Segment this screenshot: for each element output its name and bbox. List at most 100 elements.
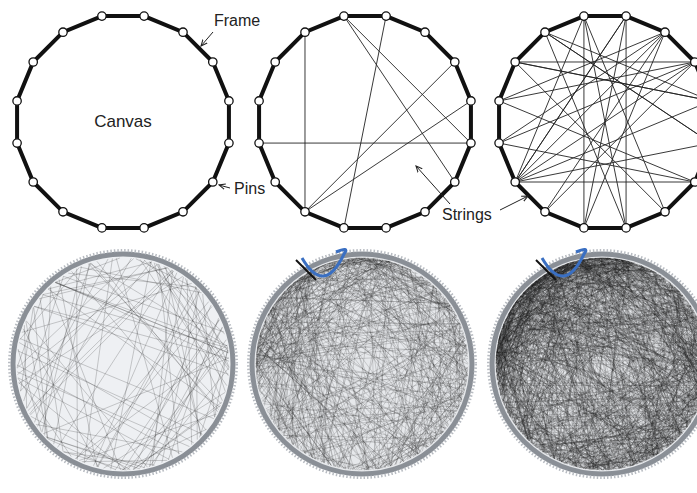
photo-string	[76, 269, 78, 460]
photo-string	[84, 306, 212, 462]
photo-frame	[13, 254, 233, 474]
photo-string	[509, 313, 697, 367]
pin	[209, 178, 217, 186]
string-line	[305, 62, 455, 212]
photo-string	[309, 272, 448, 426]
photo-string	[48, 289, 220, 407]
frame-outline	[499, 16, 697, 228]
photo-string	[503, 265, 641, 327]
pin	[255, 139, 263, 147]
photo-canvas	[492, 254, 697, 474]
photo-string	[76, 302, 209, 459]
pin	[271, 178, 279, 186]
pin	[511, 58, 519, 66]
photo-string	[294, 283, 426, 449]
string-line	[515, 62, 697, 101]
photo-string	[34, 307, 48, 439]
photo-string	[364, 346, 467, 470]
photo-string	[592, 331, 697, 469]
pin	[580, 224, 588, 232]
photo-string	[635, 263, 697, 380]
pin	[580, 12, 588, 20]
photo-string	[40, 298, 63, 451]
photo-string	[72, 271, 207, 430]
string-line	[583, 16, 584, 228]
photo-string	[571, 380, 697, 465]
pin	[451, 178, 459, 186]
pin	[255, 97, 263, 105]
pin	[421, 28, 429, 36]
photo-string	[55, 282, 228, 352]
leader-line	[416, 166, 450, 204]
photo-string	[526, 438, 668, 446]
photo-string	[540, 278, 636, 464]
pin	[661, 208, 669, 216]
photo-string	[256, 346, 466, 360]
photo-string	[432, 285, 464, 391]
pin	[140, 224, 148, 232]
string-line	[584, 16, 665, 212]
pin	[622, 224, 630, 232]
photo-pins	[249, 251, 476, 478]
photo-string	[263, 282, 428, 326]
photo-string	[272, 261, 336, 420]
string-line	[259, 143, 471, 144]
leader-line	[500, 196, 528, 210]
string-line	[515, 32, 665, 182]
photo-string	[355, 258, 361, 259]
photo-string	[528, 288, 697, 379]
photo-string	[496, 360, 697, 361]
pin	[179, 28, 187, 36]
photo-string	[497, 349, 602, 470]
photo-string	[548, 273, 637, 464]
photo-string	[140, 259, 227, 385]
string-line	[499, 32, 665, 143]
string-line	[499, 32, 665, 101]
pin	[179, 208, 187, 216]
part-label: Strings	[440, 206, 494, 224]
photo-string	[497, 341, 697, 353]
photo-string	[499, 389, 697, 403]
pin	[301, 28, 309, 36]
photo-string	[166, 267, 201, 436]
pin	[541, 208, 549, 216]
needle	[296, 260, 316, 280]
photo-canvas	[13, 254, 233, 474]
photo-string	[496, 300, 687, 368]
photo-string	[281, 375, 467, 433]
photo-string	[542, 276, 697, 350]
photo-string	[20, 260, 145, 391]
photo-string	[550, 317, 697, 457]
photo-string	[557, 268, 608, 470]
photo-frame	[492, 254, 697, 474]
string-line	[344, 16, 471, 143]
pin	[691, 178, 697, 186]
photo-string	[258, 338, 260, 346]
photo-string	[308, 273, 324, 463]
photo-string	[410, 269, 458, 409]
pin	[98, 12, 106, 20]
pin	[382, 224, 390, 232]
pin	[271, 58, 279, 66]
pin	[467, 139, 475, 147]
photo-string	[388, 337, 465, 467]
photo-string	[42, 266, 82, 432]
photo-string	[522, 258, 607, 434]
pin	[467, 97, 475, 105]
pin	[13, 97, 21, 105]
pin	[140, 12, 148, 20]
photo-string	[431, 289, 437, 445]
part-label: Canvas	[92, 113, 154, 132]
photo-string	[20, 339, 214, 419]
photo-pins	[489, 251, 697, 478]
photo-string	[616, 259, 697, 383]
pin	[225, 97, 233, 105]
part-label: Pins	[232, 180, 267, 198]
photo-string	[30, 271, 174, 415]
photo-string	[268, 315, 452, 421]
photo-string	[505, 322, 697, 407]
photo-string	[352, 258, 418, 454]
photo-string	[34, 306, 229, 358]
photo-string	[534, 364, 697, 445]
